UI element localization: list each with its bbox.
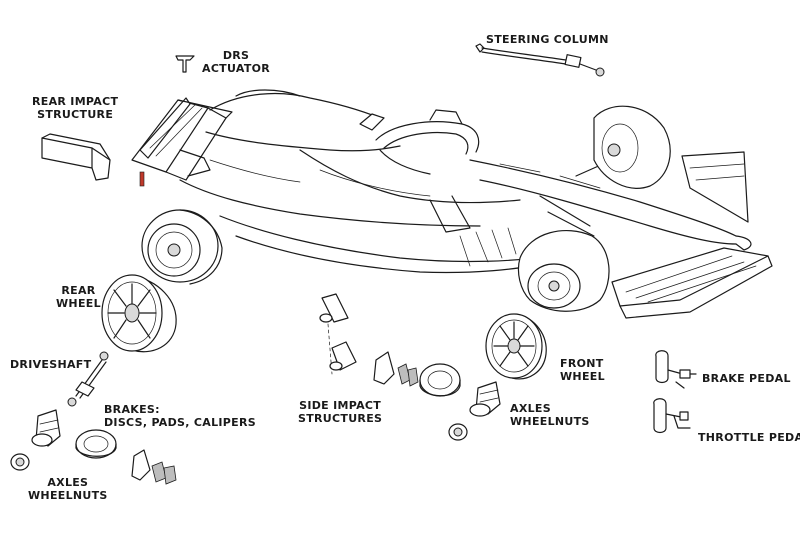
label-driveshaft-line1: DRIVESHAFT bbox=[10, 358, 92, 371]
label-rear-impact-structure: REAR IMPACT STRUCTURE bbox=[32, 95, 118, 121]
label-brake-pedal-line1: BRAKE PEDAL bbox=[702, 372, 791, 385]
front-wheelnut-part bbox=[448, 423, 468, 441]
label-side-impact-line2: STRUCTURES bbox=[298, 412, 383, 425]
front-wheel-part bbox=[485, 313, 547, 380]
rear-caliper-part bbox=[131, 449, 177, 485]
rear-brake-disc-part bbox=[75, 429, 117, 459]
label-brakes-line1: BRAKES: bbox=[104, 403, 160, 416]
label-rear-impact-line1: REAR IMPACT bbox=[32, 95, 119, 108]
label-steering-column-line1: STEERING COLUMN bbox=[486, 33, 609, 46]
label-rear-wheel: REAR WHEEL bbox=[56, 284, 101, 310]
rear-wheelnut-part bbox=[10, 453, 30, 471]
label-brake-pedal: BRAKE PEDAL bbox=[702, 372, 791, 385]
side-impact-structure-top bbox=[319, 293, 349, 323]
label-throttle-pedal-line1: THROTTLE PEDAL bbox=[698, 431, 800, 444]
label-front-axles-line1: AXLES bbox=[510, 402, 551, 415]
brake-pedal-part bbox=[655, 350, 697, 389]
label-rear-impact-line2: STRUCTURE bbox=[37, 108, 114, 121]
label-side-impact-structures: SIDE IMPACT STRUCTURES bbox=[298, 399, 382, 425]
label-front-wheel-line2: WHEEL bbox=[560, 370, 605, 383]
car-rear-tyre bbox=[141, 209, 223, 285]
label-brakes-line2: DISCS, PADS, CALIPERS bbox=[104, 416, 256, 429]
front-caliper-part bbox=[373, 351, 419, 387]
rear-axle-part bbox=[31, 409, 61, 447]
front-axle-part bbox=[469, 381, 501, 417]
car-body bbox=[131, 89, 773, 319]
label-rear-axles-wheelnuts: AXLES WHEELNUTS bbox=[28, 476, 108, 502]
car-front-left-tyre bbox=[517, 229, 610, 312]
label-brakes: BRAKES: DISCS, PADS, CALIPERS bbox=[104, 403, 256, 429]
rear-wheel-part bbox=[101, 274, 177, 353]
side-impact-structure-bottom bbox=[329, 341, 357, 371]
label-front-axles-wheelnuts: AXLES WHEELNUTS bbox=[510, 402, 590, 428]
label-drs-actuator-line1: DRS bbox=[222, 49, 250, 62]
label-rear-axles-line1: AXLES bbox=[47, 476, 89, 489]
throttle-pedal-part bbox=[653, 398, 691, 434]
label-driveshaft: DRIVESHAFT bbox=[10, 358, 91, 371]
label-rear-wheel-line2: WHEEL bbox=[56, 297, 101, 310]
label-front-axles-line2: WHEELNUTS bbox=[510, 415, 590, 428]
label-throttle-pedal: THROTTLE PEDAL bbox=[698, 431, 800, 444]
rear-impact-structure-part bbox=[41, 133, 111, 181]
label-rear-wheel-line1: REAR bbox=[61, 284, 96, 297]
label-rear-axles-line2: WHEELNUTS bbox=[28, 489, 108, 502]
steering-column-part bbox=[475, 43, 605, 77]
label-front-wheel-line1: FRONT bbox=[560, 357, 604, 370]
car-front-right-tyre bbox=[593, 105, 671, 189]
label-side-impact-line1: SIDE IMPACT bbox=[299, 399, 382, 412]
drs-actuator-part bbox=[175, 55, 195, 73]
label-drs-actuator: DRS ACTUATOR bbox=[202, 49, 270, 75]
driveshaft-part bbox=[67, 351, 109, 407]
label-drs-actuator-line2: ACTUATOR bbox=[202, 62, 271, 75]
rear-light bbox=[139, 171, 145, 187]
label-steering-column: STEERING COLUMN bbox=[486, 33, 609, 46]
front-brake-disc-part bbox=[419, 363, 461, 397]
label-front-wheel: FRONT WHEEL bbox=[560, 357, 605, 383]
